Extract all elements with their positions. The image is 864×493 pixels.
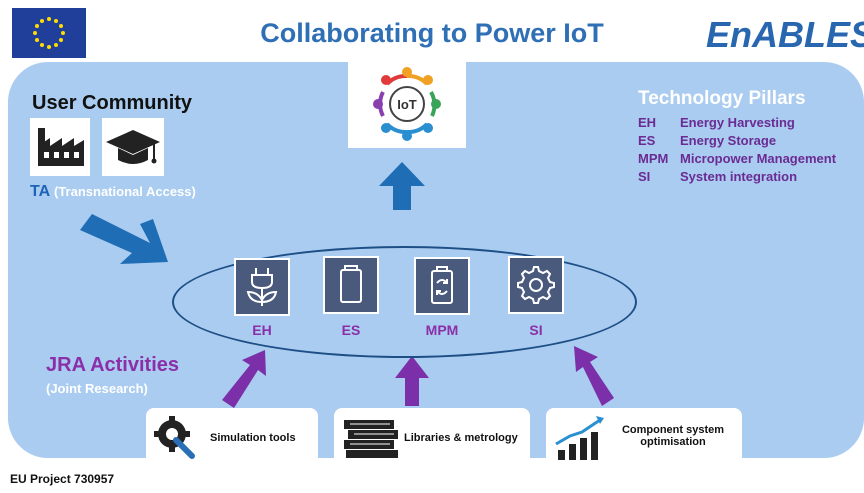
user-community-title: User Community — [32, 92, 193, 114]
iot-network-icon: IoT — [348, 62, 466, 148]
pillar-name: System integration — [680, 169, 798, 184]
technology-pillars-title: Technology Pillars — [638, 88, 806, 109]
jra-title: JRA Activities — [46, 354, 180, 376]
pillar-abbr: MPM — [638, 151, 669, 166]
pillar-label-es: ES — [341, 322, 361, 338]
ta-label: TA (Transnational Access) — [30, 183, 196, 201]
libraries-metrology-label: Libraries & metrology — [404, 432, 518, 444]
pillar-name: Energy Harvesting — [680, 115, 795, 130]
pillar-row: EH Energy Harvesting — [638, 115, 836, 130]
pillar-name: Micropower Management — [680, 151, 837, 166]
simulation-tools-box: Simulation tools — [146, 408, 318, 468]
books-icon — [344, 420, 398, 458]
pillar-abbr: ES — [638, 133, 656, 148]
page-title: Collaborating to Power IoT — [260, 18, 604, 48]
pillar-label-si: SI — [529, 322, 543, 338]
ta-arrow — [80, 214, 168, 264]
jra-arrow-middle — [395, 356, 429, 406]
pillar-label-eh: EH — [252, 322, 272, 338]
technology-pillars-list: EH Energy Harvesting ES Energy Storage MPM… — [638, 115, 836, 184]
component-label-line1: Component system — [621, 424, 725, 436]
component-optimisation-label: Component system optimisation — [618, 424, 728, 448]
graduation-cap-icon — [102, 118, 164, 176]
pillar-abbr: SI — [638, 169, 651, 184]
factory-icon — [30, 118, 90, 176]
pillar-row: ES Energy Storage — [638, 133, 836, 148]
enables-logo: EnABLES — [706, 14, 864, 55]
gear-wrench-icon — [154, 416, 195, 459]
energy-storage-icon — [323, 256, 379, 314]
pillar-abbr: EH — [638, 115, 657, 130]
up-arrow — [379, 162, 425, 210]
pillar-row: SI System integration — [638, 169, 836, 184]
pillar-name: Energy Storage — [680, 133, 777, 148]
micropower-management-icon — [414, 257, 470, 315]
component-label-line2: optimisation — [640, 436, 706, 448]
jra-subtitle: (Joint Research) — [46, 381, 148, 396]
libraries-metrology-box: Libraries & metrology — [334, 408, 530, 468]
jra-arrow-left — [222, 350, 266, 408]
energy-harvesting-icon — [234, 258, 290, 316]
ta-detail: (Transnational Access) — [54, 184, 196, 199]
eu-flag-icon — [12, 8, 86, 58]
iot-icon-text: IoT — [397, 97, 417, 112]
jra-arrow-right — [574, 346, 614, 406]
growth-chart-icon — [555, 416, 604, 460]
simulation-tools-label: Simulation tools — [210, 432, 296, 444]
system-integration-gear-icon — [508, 256, 564, 314]
pillar-row: MPM Micropower Management — [638, 151, 836, 166]
component-optimisation-box: Component system optimisation — [546, 408, 742, 468]
footer-project-id: EU Project 730957 — [10, 472, 115, 486]
ta-abbr: TA — [30, 183, 50, 200]
pillar-label-mpm: MPM — [425, 322, 459, 338]
pillars-ellipse — [172, 246, 637, 358]
